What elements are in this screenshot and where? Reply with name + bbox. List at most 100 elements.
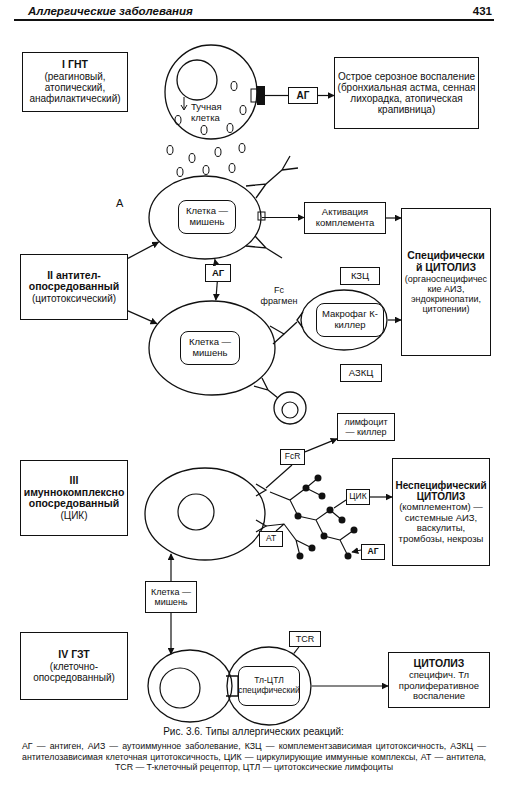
node-text: Неспецифический ЦИТОЛИЗ xyxy=(395,480,487,502)
granules xyxy=(167,82,246,177)
node-text: Клетка — мишень xyxy=(178,200,236,234)
node-text: (реагиновый, атопический, анафилактическ… xyxy=(25,71,125,105)
abbreviation-box: АЗКЦ xyxy=(340,364,382,382)
antigen-box: АГ xyxy=(288,87,318,104)
page-number: 431 xyxy=(432,5,492,19)
target-cell: Клетка — мишень xyxy=(148,300,276,396)
antigen-box: АГ xyxy=(361,544,385,560)
node-text: КЗЦ xyxy=(351,271,369,282)
cell-label-box: лимфоцит — киллер xyxy=(337,413,395,441)
process-box: Активация комплемента xyxy=(304,202,386,234)
header-rule xyxy=(14,19,494,21)
running-header: Аллергические заболевания xyxy=(28,5,328,19)
node-text: Специфический ЦИТОЛИЗ xyxy=(404,250,488,274)
outcome-box: Острое серозное воспаление (бронхиальная… xyxy=(334,57,479,129)
node-text: Активация комплемента xyxy=(307,207,383,228)
leader-arrow xyxy=(352,550,361,552)
t-lymphocyte-cell: Тл-ЦТЛ специфический xyxy=(226,646,312,726)
outcome-box: Специфический ЦИТОЛИЗ(органоспецифически… xyxy=(401,208,491,356)
node-text: АТ xyxy=(266,534,276,544)
panel-letter: А xyxy=(116,197,136,210)
node-text: АГ xyxy=(297,90,310,101)
cell-outline xyxy=(227,647,311,725)
reaction-type-box: III имуннокомплексно опосредованный(ЦИК) xyxy=(20,460,128,536)
connector-arrow xyxy=(388,319,401,320)
node-text: I ГНТ xyxy=(62,59,88,71)
cell-nucleus xyxy=(282,402,298,418)
abbreviation-box: КЗЦ xyxy=(340,267,380,285)
node-text: АГ xyxy=(212,268,224,279)
connector-arrow xyxy=(128,311,157,324)
cell-outline xyxy=(149,176,261,259)
receptor-symbol xyxy=(256,484,266,532)
abbreviation-box: ЦИК xyxy=(346,489,370,505)
connector-arrow xyxy=(215,259,216,264)
outcome-box: Неспецифический ЦИТОЛИЗ(комплементом) — … xyxy=(392,458,490,566)
antigen-box: АГ xyxy=(205,264,231,282)
outcome-box: ЦИТОЛИЗспецифич. Тл пролиферативное восп… xyxy=(388,652,490,708)
cell-nucleus xyxy=(178,494,214,530)
node-text: АЗКЦ xyxy=(349,368,374,379)
leader-arrow xyxy=(170,613,171,654)
node-text: (клеточно-опосредованный) xyxy=(23,661,125,683)
cell-nucleus xyxy=(160,668,200,708)
node-text: АГ xyxy=(368,547,379,557)
connector-line xyxy=(294,647,299,653)
figure-caption: Рис. 3.6. Типы аллергических реакций: xyxy=(20,726,487,738)
connector-arrow xyxy=(305,439,337,452)
node-text: Тл-ЦТЛ специфический xyxy=(238,666,300,706)
part-label: Fc фрагмен xyxy=(256,285,302,307)
node-text: (органоспецифические АИЗ, эндокринопатии… xyxy=(404,274,488,314)
connector-arrow xyxy=(386,217,401,218)
node-text: FcR xyxy=(285,452,301,462)
antibody-box: АТ xyxy=(259,531,283,547)
antigen-dots xyxy=(295,475,358,560)
connector-arrow xyxy=(128,242,159,258)
node-text: (цитотоксический) xyxy=(32,293,116,304)
node-text: Макрофаг К-киллер xyxy=(316,303,384,337)
cell-outline xyxy=(149,301,275,395)
lymphocyte-cell xyxy=(274,392,306,424)
node-text: специфич. Тл пролиферативное воспаление xyxy=(391,670,487,702)
receptor-symbol xyxy=(257,86,265,105)
connector-arrow xyxy=(216,282,217,300)
node-text: III имуннокомплексно опосредованный xyxy=(23,475,125,510)
target-cell: Клетка — мишень xyxy=(148,175,262,260)
leader-arrow xyxy=(170,554,171,581)
reaction-type-box: IV ГЗТ(клеточно-опосредованный) xyxy=(20,632,128,700)
cell-outline xyxy=(301,290,387,350)
receptor-box: TCR xyxy=(289,631,321,647)
receptor-box: FcR xyxy=(280,449,305,465)
node-text: (ЦИК) xyxy=(60,510,87,521)
cell-outline xyxy=(164,44,258,140)
cell-outline xyxy=(165,45,257,139)
macrophage-cell: Макрофаг К-киллер xyxy=(300,289,388,351)
node-text: лимфоцит — киллер xyxy=(340,417,392,437)
node-text: IV ГЗТ xyxy=(58,649,89,661)
node-text: Тучная клетка xyxy=(190,100,242,126)
node-text: ЦИК xyxy=(349,492,366,502)
reaction-type-box: I ГНТ(реагиновый, атопический, анафилакт… xyxy=(22,52,128,112)
node-text: ЦИТОЛИЗ xyxy=(414,658,465,670)
connector-arrow xyxy=(312,685,388,686)
connector-arrow xyxy=(318,95,334,96)
cell-nucleus xyxy=(177,60,217,100)
connector-arrow xyxy=(262,217,304,218)
node-text: Клетка — мишень xyxy=(148,587,194,607)
target-cell-outline xyxy=(145,468,265,560)
cell-label-box: Клетка — мишень xyxy=(145,581,197,613)
node-text: Острое серозное воспаление (бронхиальная… xyxy=(337,71,476,116)
node-text: Клетка — мишень xyxy=(180,331,240,365)
node-text: TCR xyxy=(296,634,315,644)
target-cell-outline xyxy=(148,650,232,722)
leader-line xyxy=(266,465,292,488)
node-text: (комплементом) — системные АИЗ, васкулит… xyxy=(395,502,487,545)
abbreviation-note: АГ — антиген, АИЗ — аутоиммунное заболев… xyxy=(22,741,486,773)
small-arrow xyxy=(181,97,187,110)
mast-cell: Тучная клетка xyxy=(164,44,258,140)
reaction-type-box: II антител-опосредованный(цитотоксически… xyxy=(20,254,128,320)
node-text: II антител-опосредованный xyxy=(23,270,125,294)
connector-line xyxy=(258,95,288,96)
